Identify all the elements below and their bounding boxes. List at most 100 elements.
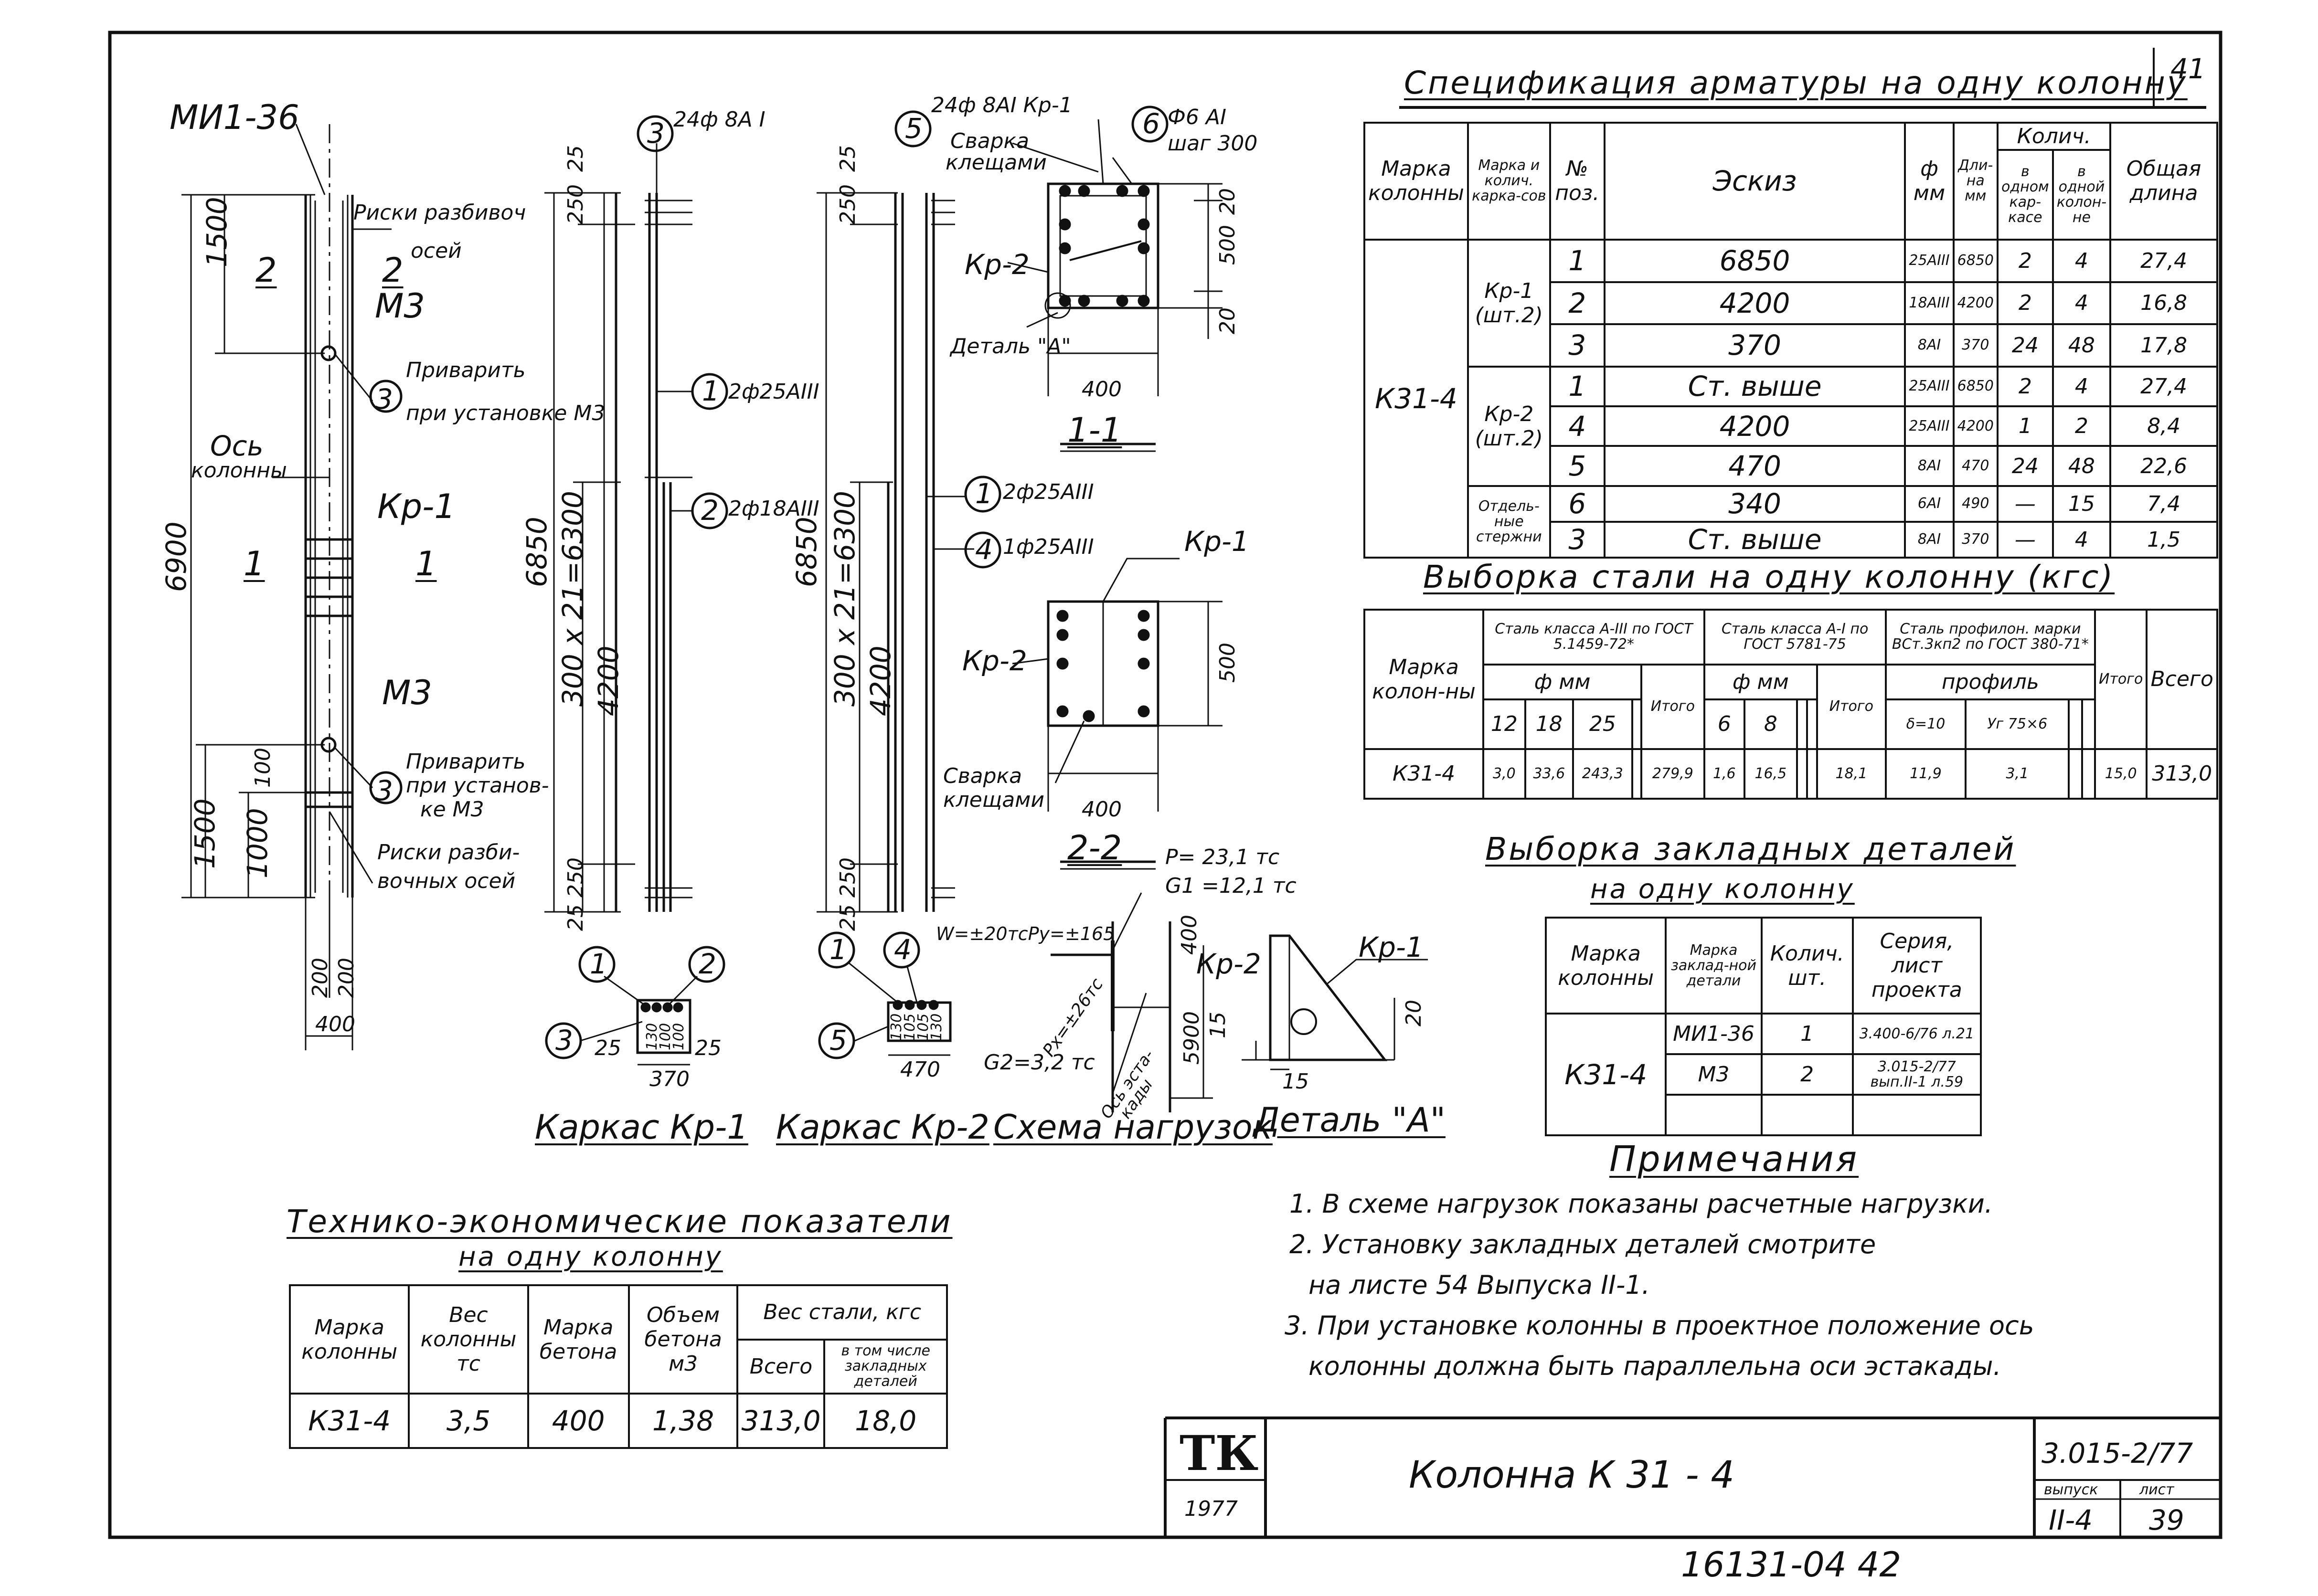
spec-h-qty: Колич. <box>1996 121 2112 151</box>
load-kp2: Кр-2 <box>1196 948 1261 980</box>
spec-col-mark: К31-4 <box>1363 238 1469 559</box>
steel-empty <box>1806 748 1818 800</box>
spec-sketch: 4200 <box>1603 281 1906 326</box>
kp1-caption: Каркас Кр-1 <box>535 1108 748 1147</box>
tech-h-incl: в том числе закладных деталей <box>823 1338 948 1395</box>
detail-a-20: 20 <box>1402 1000 1426 1026</box>
spec-sketch: 340 <box>1603 485 1906 523</box>
s22-dim-400: 400 <box>1082 797 1122 822</box>
tech-row-total: 313,0 <box>736 1393 826 1449</box>
detail-a-15b: 15 <box>1282 1069 1309 1094</box>
kp1-dim-4200: 4200 <box>592 645 625 716</box>
kp1-callout-1: 2ф25АIII <box>728 380 819 404</box>
s22-caption: 2-2 <box>1067 828 1122 867</box>
section-2-2 <box>1012 558 1223 870</box>
steel-it2: 18,1 <box>1816 748 1887 800</box>
s11-weld: Сварка <box>950 129 1030 153</box>
title-h-sheet: лист <box>2139 1481 2174 1498</box>
callout-3-top: 3 <box>375 383 393 415</box>
embed-top-label: МИ1-36 <box>170 98 299 137</box>
kp1-dim-250b: 250 <box>564 857 588 898</box>
emb-series: 3.015-2/77 вып.II-1 л.59 <box>1851 1053 1982 1096</box>
kp2-caption: Каркас Кр-2 <box>776 1108 989 1147</box>
title-series: 3.015-2/77 <box>2042 1437 2193 1469</box>
spec-sketch: 6850 <box>1603 238 1906 283</box>
ticks-bottom-label2: вочных осей <box>377 869 516 893</box>
kp1-sec-mark-2: 2 <box>699 948 716 980</box>
s11-dim-400: 400 <box>1082 377 1122 402</box>
load-g1: G1 =12,1 тс <box>1165 874 1297 898</box>
kp2-callout-5: 5 <box>905 112 923 145</box>
dim-1500-top: 1500 <box>201 197 233 267</box>
spec-tot: 17,8 <box>2109 323 2218 368</box>
steel-row-mark: К31-4 <box>1363 748 1485 800</box>
kp1-sec-mark-1: 1 <box>590 948 607 980</box>
spec-pos: 3 <box>1549 520 1606 559</box>
spec-sketch: 470 <box>1603 445 1906 487</box>
spec-sketch: Cт. выше <box>1603 365 1906 408</box>
steel-title: Выборка стали на одну колонну (кгс) <box>1423 559 2115 595</box>
kp1-sec-100b: 100 <box>670 1023 687 1050</box>
steel-table: Марка колон-ны Сталь класса А-III по ГОС… <box>1363 609 2218 800</box>
steel-v6: 1,6 <box>1703 748 1746 800</box>
spec-pos: 3 <box>1549 323 1606 368</box>
emb-col-mark: К31-4 <box>1544 1013 1667 1136</box>
section-mark-1-right: 1 <box>415 544 437 583</box>
steel-h-fmm2: ф мм <box>1703 663 1818 700</box>
detail-a-15a: 15 <box>1206 1012 1230 1038</box>
weld-top-label: Приварить <box>406 358 526 382</box>
spec-q2: 4 <box>2052 238 2112 283</box>
kp2-sec-470: 470 <box>900 1057 940 1082</box>
steel-h-fmm: ф мм <box>1482 663 1643 700</box>
spec-title: Спецификация арматуры на одну колонну <box>1404 64 2188 101</box>
detail-a-caption: Деталь "А" <box>1254 1100 1446 1140</box>
dim-200a: 200 <box>308 958 332 998</box>
spec-tot: 27,4 <box>2109 365 2218 408</box>
steel-it3: 15,0 <box>2094 748 2148 800</box>
kp1-rebar-top: 24ф 8A I <box>673 107 766 132</box>
s22-weld2: клещами <box>943 788 1044 812</box>
tech-h-volume: Объем бетона м3 <box>627 1284 739 1395</box>
spec-dia: 8AI <box>1904 520 1955 559</box>
kp2-dim-25: 25 <box>836 145 860 172</box>
kp1-sec-25a: 25 <box>595 1036 621 1060</box>
detail-a <box>1242 934 1428 1070</box>
spec-pos: 4 <box>1549 405 1606 447</box>
spec-h-dia: ф мм <box>1904 122 1955 241</box>
spec-dia: 8AI <box>1904 323 1955 368</box>
spec-q2: 48 <box>2052 323 2112 368</box>
emb-qty: 1 <box>1760 1013 1854 1056</box>
spec-pos: 1 <box>1549 238 1606 283</box>
kp2-sec-130b: 130 <box>928 1013 945 1041</box>
spec-len: 4200 <box>1952 405 1999 447</box>
spec-len: 490 <box>1952 485 1999 523</box>
kp2-sec-mark-1: 1 <box>829 933 847 966</box>
spec-len: 4200 <box>1952 281 1999 326</box>
emb-empty <box>1665 1094 1763 1136</box>
detail-a-kp1: Кр-1 <box>1359 931 1424 963</box>
load-g2: G2=3,2 тс <box>984 1050 1095 1075</box>
emb-h-emark: Марка заклад-ной детали <box>1665 916 1763 1015</box>
spec-len: 370 <box>1952 323 1999 368</box>
steel-v12: 3,0 <box>1482 748 1526 800</box>
spec-group-separate: Отдель-ные стержни <box>1467 485 1551 559</box>
tech-row-volume: 1,38 <box>627 1393 739 1449</box>
tech-row-incl: 18,0 <box>823 1393 948 1449</box>
s11-rebar6b: шаг 300 <box>1168 131 1258 156</box>
steel-d8: 8 <box>1744 698 1798 750</box>
spec-q1: — <box>1996 520 2054 559</box>
note-line: 1. В схеме нагрузок показаны расчетные н… <box>1289 1189 1993 1219</box>
steel-empty <box>2068 748 2083 800</box>
tech-h-concrete: Марка бетона <box>527 1284 630 1395</box>
load-w: W=±20тсPy=±165 <box>936 923 1115 944</box>
spec-group-kp1: Кр-1 (шт.2) <box>1467 238 1551 368</box>
kp2-callout-1-mark: 1 <box>975 477 993 510</box>
emb-empty <box>1760 1094 1854 1136</box>
kp2-dim-pitch: 300 x 21=6300 <box>829 491 861 707</box>
kp2-sec-mark-4: 4 <box>894 933 912 966</box>
steel-d25: 25 <box>1572 698 1633 750</box>
kp1-dim-pitch: 300 x 21=6300 <box>556 491 589 707</box>
kp1-sec-370: 370 <box>649 1067 690 1091</box>
spec-sketch: 370 <box>1603 323 1906 368</box>
spec-q2: 4 <box>2052 520 2112 559</box>
